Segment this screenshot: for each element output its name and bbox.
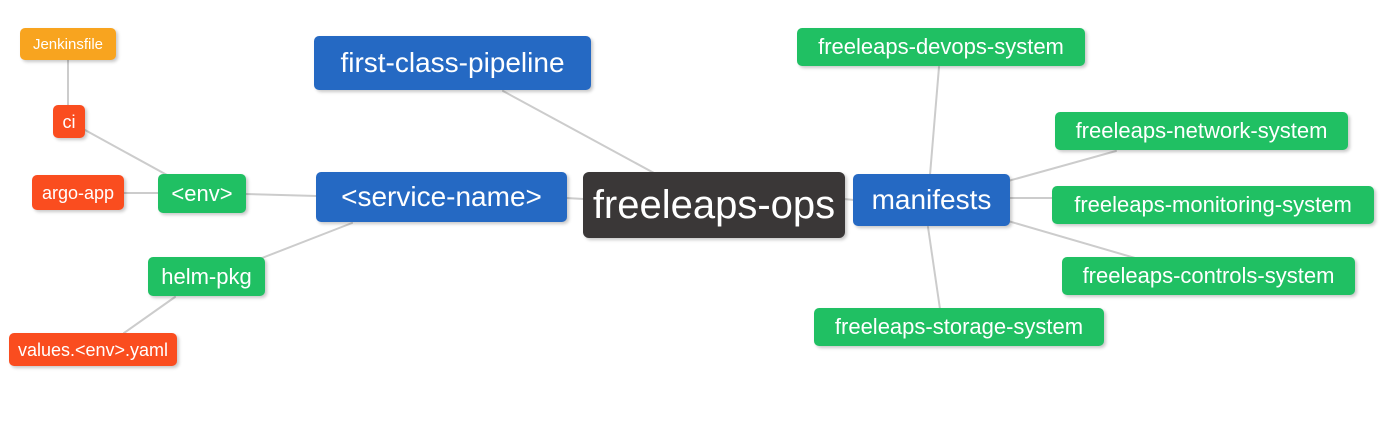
node-freeleaps-devops-system[interactable]: freeleaps-devops-system [797,28,1085,66]
node-freeleaps-network-system[interactable]: freeleaps-network-system [1055,112,1348,150]
node-manifests[interactable]: manifests [853,174,1010,226]
edge-manifests-to-freeleaps-network-system [1007,150,1117,182]
edge-manifests-to-freeleaps-storage-system [927,226,941,310]
edge-manifests-to-freeleaps-controls-system [1007,220,1136,259]
node-service-name[interactable]: <service-name> [316,172,567,222]
edge-env-to-service-name [244,193,318,197]
node-freeleaps-monitoring-system[interactable]: freeleaps-monitoring-system [1052,186,1374,224]
node-env[interactable]: <env> [158,174,246,213]
node-freeleaps-storage-system[interactable]: freeleaps-storage-system [814,308,1104,346]
node-first-class-pipeline[interactable]: first-class-pipeline [314,36,591,90]
node-argo-app[interactable]: argo-app [32,175,124,210]
node-jenkinsfile[interactable]: Jenkinsfile [20,28,116,60]
edge-helm-pkg-to-values-env-yaml [123,296,176,334]
edge-manifests-to-freeleaps-devops-system [929,66,940,176]
node-freeleaps-ops[interactable]: freeleaps-ops [583,172,845,238]
edge-ci-to-env [84,129,168,176]
node-ci[interactable]: ci [53,105,85,138]
edge-service-name-to-freeleaps-ops [565,197,585,200]
node-values-env-yaml[interactable]: values.<env>.yaml [9,333,177,366]
node-freeleaps-controls-system[interactable]: freeleaps-controls-system [1062,257,1355,295]
node-helm-pkg[interactable]: helm-pkg [148,257,265,296]
edge-first-class-pipeline-to-freeleaps-ops [502,90,655,174]
edge-service-name-to-helm-pkg [261,222,353,259]
